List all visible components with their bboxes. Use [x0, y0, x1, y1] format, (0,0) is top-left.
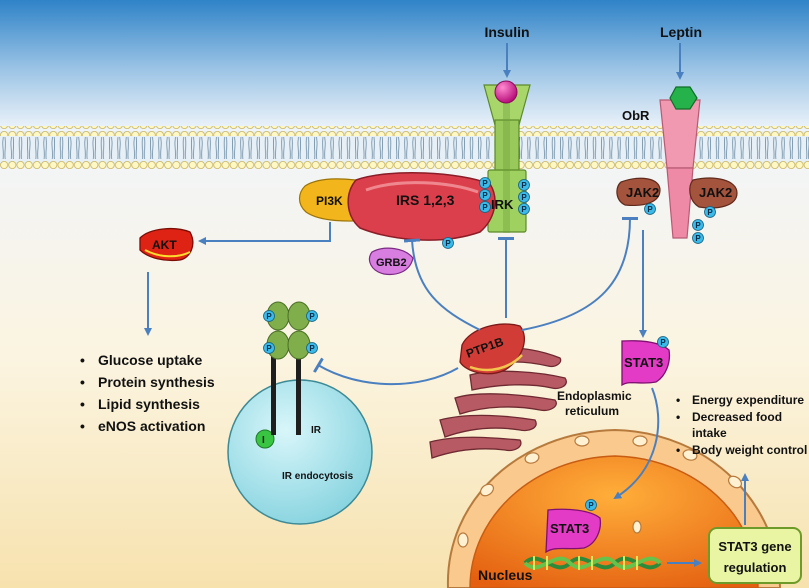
obr-label: ObR	[622, 108, 650, 123]
phosphate-marker: P	[518, 203, 530, 215]
nucleus	[446, 428, 782, 588]
phosphate-marker: P	[692, 219, 704, 231]
nucleus-label: Nucleus	[478, 567, 533, 583]
grb2-label: GRB2	[376, 257, 407, 269]
phosphate-label: P	[588, 501, 594, 510]
irs-label: IRS 1,2,3	[396, 192, 455, 208]
leptin-molecule	[669, 86, 698, 110]
akt-effects-list: Glucose uptake Protein synthesis Lipid s…	[76, 349, 215, 437]
stat3-translocation-arrow	[613, 387, 660, 500]
phosphate-marker: P	[306, 310, 318, 322]
phosphate-label: P	[521, 205, 527, 214]
phosphate-marker: P	[479, 177, 491, 189]
phosphate-marker: P	[644, 203, 656, 215]
insulin-molecule	[494, 80, 518, 104]
stat3-effect-item: Decreased food	[672, 409, 809, 426]
stat3-effect-item: Body weight control	[672, 442, 809, 459]
phosphate-label: P	[695, 234, 701, 243]
phosphate-marker: P	[518, 179, 530, 191]
gene-regulation-line2: regulation	[724, 560, 787, 575]
phosphate-label: P	[309, 344, 315, 353]
phosphate-marker: P	[692, 232, 704, 244]
phosphate-marker: P	[585, 499, 597, 511]
er-label-line1: Endoplasmic	[557, 389, 632, 403]
phosphate-label: P	[695, 221, 701, 230]
akt-effect-item: Glucose uptake	[76, 349, 215, 371]
phosphate-marker: P	[518, 191, 530, 203]
ptp1b-shape	[459, 323, 525, 375]
grb2-shape	[368, 247, 414, 276]
phosphate-marker: P	[306, 342, 318, 354]
phosphate-marker: P	[479, 201, 491, 213]
ptp1b-jak2-inhibition	[521, 216, 639, 331]
ptp1b-irs-inhibition	[403, 238, 481, 331]
phosphate-label: P	[521, 193, 527, 202]
pathway-arrows	[144, 43, 749, 567]
stat3-effect-item-continued: intake	[692, 426, 727, 440]
phosphate-label: P	[482, 203, 488, 212]
stat3-cytoplasmic-shape	[621, 340, 671, 387]
akt-label: AKT	[152, 238, 177, 252]
phosphate-label: P	[647, 205, 653, 214]
akt-activation-arrow	[198, 222, 331, 245]
akt-effect-item: Lipid synthesis	[76, 393, 215, 415]
phosphate-label: P	[266, 344, 272, 353]
stat3-cytoplasmic-label: STAT3	[624, 355, 663, 370]
i-marker-label: I	[262, 435, 265, 446]
phosphate-label: P	[482, 191, 488, 200]
phosphate-label: P	[482, 179, 488, 188]
jak2-right-label: JAK2	[699, 185, 732, 200]
irs-shape	[347, 172, 496, 241]
akt-effect-item: eNOS activation	[76, 415, 215, 437]
jak2-left-shape	[616, 177, 661, 207]
insulin-label: Insulin	[484, 24, 529, 40]
stat3-nuclear-label: STAT3	[550, 521, 589, 536]
ptp1b-ir-inhibition	[313, 357, 459, 386]
jak2-left-label: JAK2	[626, 185, 659, 200]
phosphate-label: P	[445, 239, 451, 248]
inhibition-lines	[313, 216, 639, 386]
phosphate-label: P	[660, 338, 666, 347]
phosphate-marker: P	[442, 237, 454, 249]
pi3k-label: PI3K	[316, 194, 343, 208]
leptin-receptor	[659, 99, 701, 239]
irk-label: IRK	[491, 197, 514, 212]
phosphate-marker: P	[263, 342, 275, 354]
stat3-effects-list: Energy expenditure Decreased food intake…	[672, 392, 809, 458]
phosphate-marker: P	[479, 189, 491, 201]
phosphate-label: P	[266, 312, 272, 321]
er-label-line2: reticulum	[565, 404, 619, 418]
stat3-effect-item: Energy expenditure	[672, 392, 809, 409]
ir-endocytosis-label: IR endocytosis	[282, 471, 354, 482]
internalized-insulin-marker	[255, 429, 275, 449]
gene-regulation-box	[708, 527, 802, 584]
phosphate-label: P	[707, 208, 713, 217]
gene-regulation-line1: STAT3 gene	[718, 539, 791, 554]
ir-label: IR	[311, 425, 322, 436]
phosphate-marker: P	[263, 310, 275, 322]
phosphate-marker: P	[657, 336, 669, 348]
phosphate-label: P	[309, 312, 315, 321]
jak2-right-shape	[689, 177, 738, 209]
phosphate-marker: P	[704, 206, 716, 218]
endoplasmic-reticulum	[429, 347, 567, 459]
phosphate-label: P	[521, 181, 527, 190]
leptin-label: Leptin	[660, 24, 702, 40]
stat3-nuclear-shape	[545, 508, 602, 554]
dna-helix	[523, 556, 662, 570]
akt-effect-item: Protein synthesis	[76, 371, 215, 393]
